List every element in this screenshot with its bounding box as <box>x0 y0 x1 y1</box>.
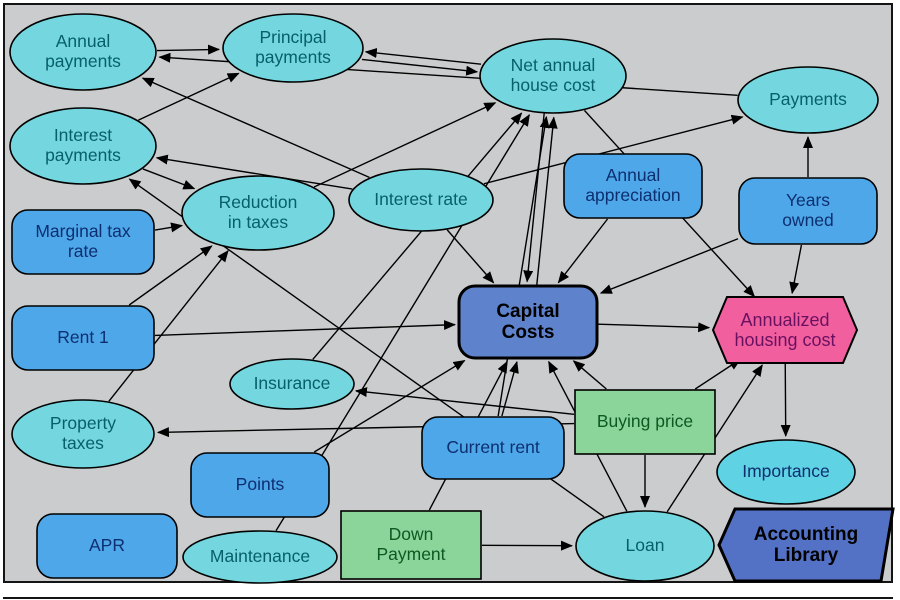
edge-capital_costs-to-annualized_housing_cost[interactable] <box>597 322 711 333</box>
node-apr[interactable] <box>36 513 178 579</box>
edge-years_owned-to-annualized_housing_cost[interactable] <box>789 244 803 295</box>
node-interest_rate[interactable] <box>348 168 494 232</box>
edge-net_annual_house_cost-to-capital_costs[interactable] <box>523 113 545 283</box>
node-points[interactable] <box>190 452 330 518</box>
node-years_owned[interactable] <box>738 177 878 245</box>
node-annual_appreciation[interactable] <box>563 153 703 219</box>
edge-annualized_housing_cost-to-importance[interactable] <box>780 363 791 438</box>
window-bottom-edge <box>3 597 893 599</box>
edge-buying_price-to-annualized_housing_cost[interactable] <box>694 358 742 390</box>
edge-reduction_in_taxes-to-net_annual_house_cost[interactable] <box>313 102 497 188</box>
edge-annual_payments-to-principal_payments[interactable] <box>156 44 221 55</box>
edge-points-to-capital_costs[interactable] <box>313 359 466 453</box>
edge-interest_payments-to-reduction_in_taxes[interactable] <box>142 168 196 190</box>
edge-interest_payments-to-principal_payments[interactable] <box>138 72 240 121</box>
node-current_rent[interactable] <box>421 416 565 480</box>
node-capital_costs[interactable] <box>457 284 599 360</box>
edge-capital_costs-to-net_annual_house_cost[interactable] <box>536 116 558 286</box>
node-property_taxes[interactable] <box>11 399 155 469</box>
node-annual_payments[interactable] <box>9 13 157 91</box>
edge-interest_rate-to-payments[interactable] <box>483 114 744 185</box>
node-loan[interactable] <box>575 510 715 582</box>
node-net_annual_house_cost[interactable] <box>479 38 627 114</box>
edge-interest_rate-to-annual_payments[interactable] <box>141 77 370 179</box>
nodes-layer <box>9 13 895 584</box>
edge-net_annual_house_cost-to-principal_payments[interactable] <box>364 48 482 65</box>
edge-annual_appreciation-to-capital_costs[interactable] <box>557 218 609 284</box>
node-maintenance[interactable] <box>182 530 338 584</box>
edge-interest_rate-to-capital_costs[interactable] <box>446 229 495 284</box>
node-accounting_library[interactable] <box>717 507 895 583</box>
edge-rent_1-to-reduction_in_taxes[interactable] <box>128 245 213 306</box>
edge-principal_payments-to-net_annual_house_cost[interactable] <box>361 58 479 76</box>
edge-buying_price-to-insurance[interactable] <box>354 387 575 416</box>
node-down_payment[interactable] <box>340 510 482 580</box>
node-annualized_housing_cost[interactable] <box>711 296 859 364</box>
edge-property_taxes-to-reduction_in_taxes[interactable] <box>108 249 229 402</box>
edge-insurance-to-net_annual_house_cost[interactable] <box>312 112 523 360</box>
node-rent_1[interactable] <box>11 305 155 371</box>
node-interest_payments[interactable] <box>9 107 157 185</box>
node-principal_payments[interactable] <box>222 13 364 83</box>
edge-years_owned-to-capital_costs[interactable] <box>599 238 739 294</box>
edge-buying_price-to-capital_costs[interactable] <box>572 360 607 390</box>
node-importance[interactable] <box>716 439 856 505</box>
node-insurance[interactable] <box>229 358 355 410</box>
node-marginal_tax_rate[interactable] <box>11 209 155 275</box>
edge-marginal_tax_rate-to-reduction_in_taxes[interactable] <box>154 222 184 233</box>
node-payments[interactable] <box>737 66 879 134</box>
node-reduction_in_taxes[interactable] <box>181 175 335 251</box>
edge-rent_1-to-capital_costs[interactable] <box>154 320 457 337</box>
node-buying_price[interactable] <box>574 389 716 455</box>
